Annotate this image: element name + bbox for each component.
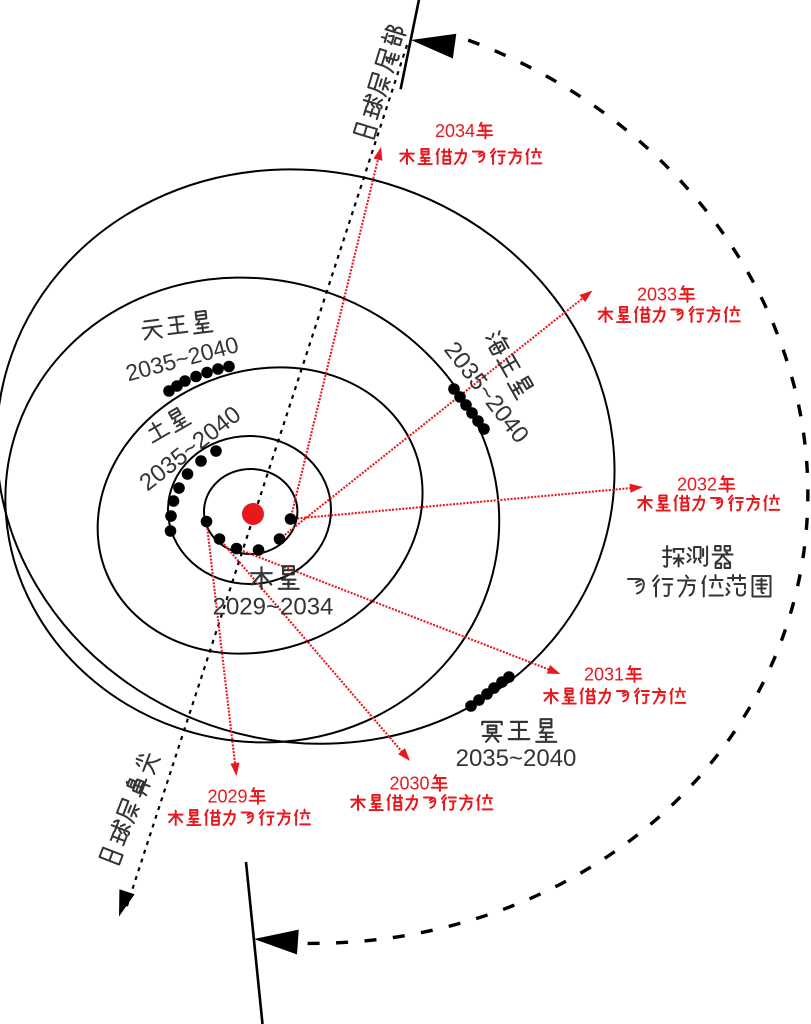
svg-text:2033: 2033: [637, 284, 677, 304]
svg-text:2029~2034: 2029~2034: [213, 594, 334, 621]
svg-text:2035~2040: 2035~2040: [456, 745, 577, 772]
svg-text:2030: 2030: [390, 773, 430, 793]
svg-text:2031: 2031: [584, 664, 624, 684]
svg-text:2032: 2032: [677, 474, 717, 494]
svg-text:2034: 2034: [435, 121, 475, 141]
svg-text:2029: 2029: [208, 786, 248, 806]
